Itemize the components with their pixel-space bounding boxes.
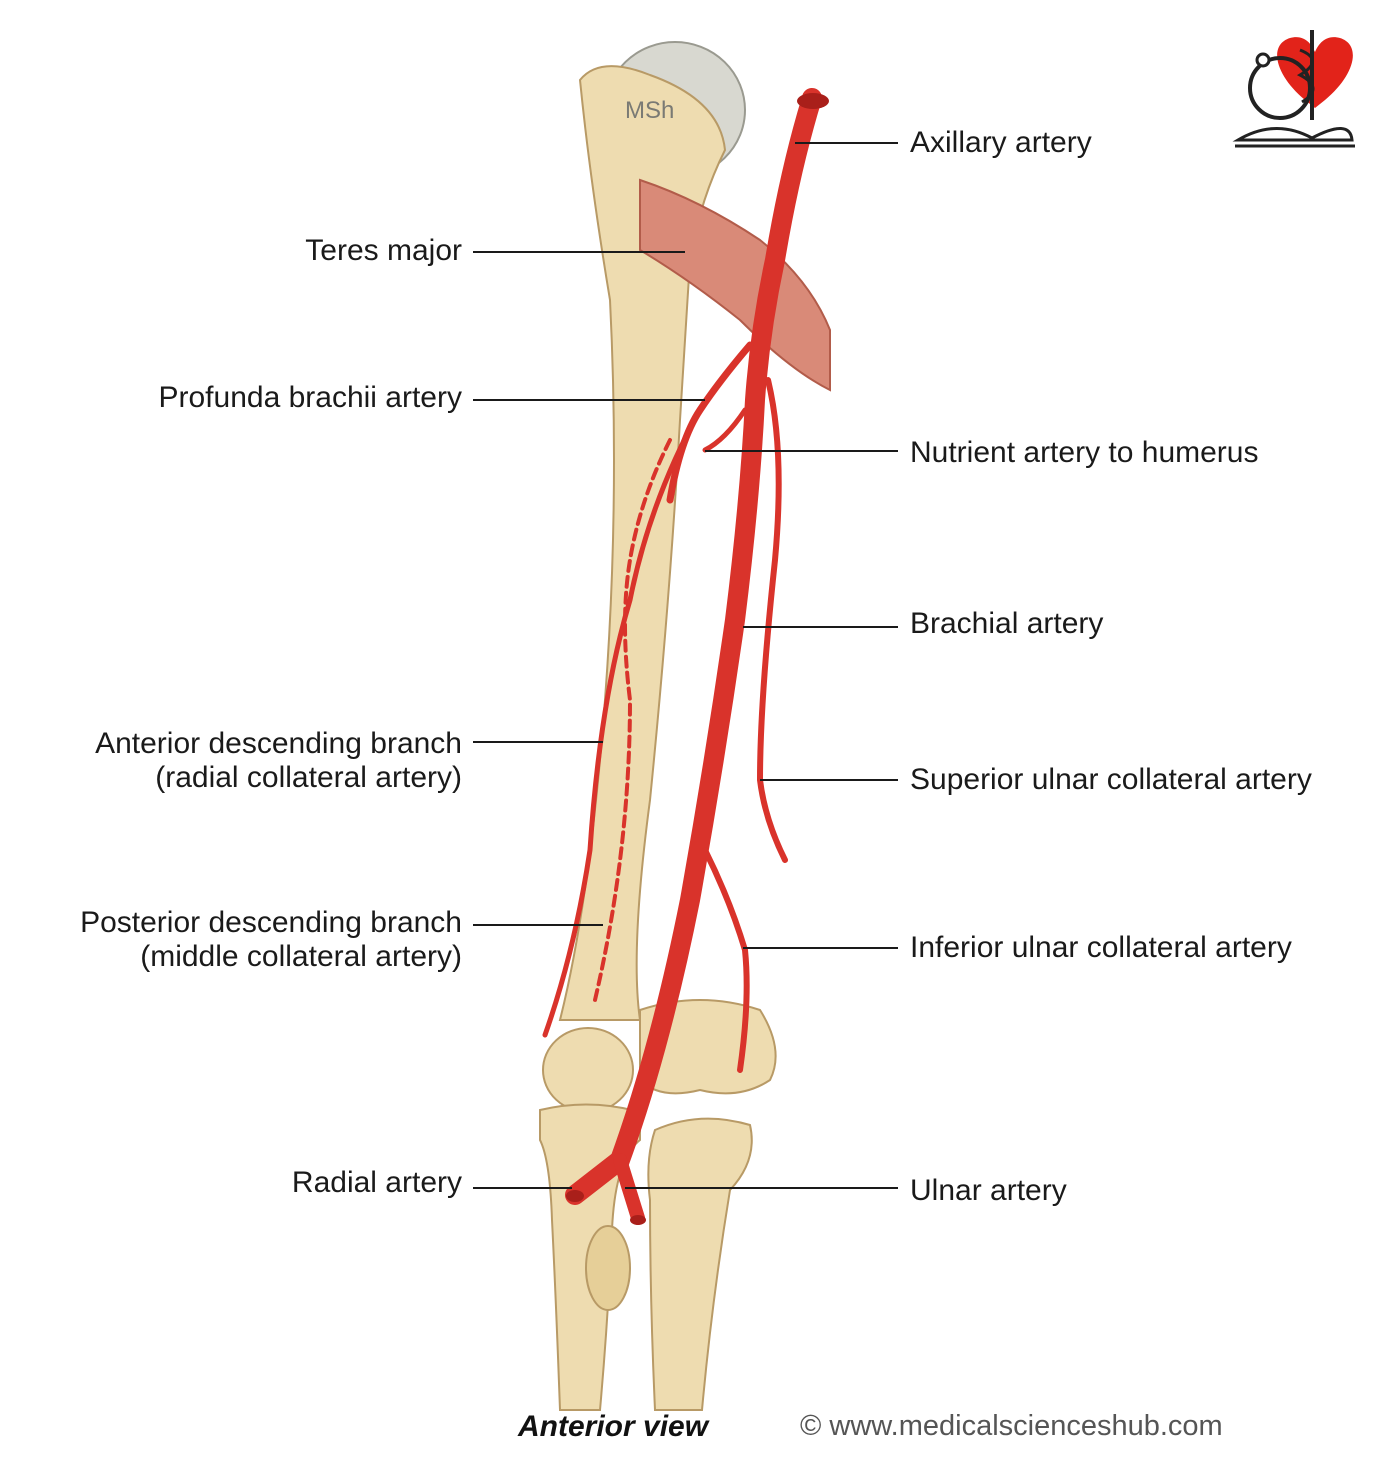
superior-ulnar-collateral-path: [756, 377, 788, 863]
label-teres-major: Teres major: [305, 234, 462, 267]
label-nutrient-artery: Nutrient artery to humerus: [910, 436, 1259, 469]
inferior-ulnar-collateral-path: [702, 847, 750, 1073]
ulnar-artery-lumen: [630, 1215, 646, 1225]
ulna-bone: [647, 1117, 753, 1411]
nutrient-artery-path: [702, 407, 748, 453]
view-caption: Anterior view: [518, 1410, 709, 1443]
logo-stethoscope-head: [1255, 52, 1271, 68]
posterior-descending-path: [593, 438, 672, 1002]
label-superior-ulnar-collateral: Superior ulnar collateral artery: [910, 763, 1312, 796]
logo-book: [1232, 127, 1354, 142]
label-anterior-descending: Anterior descending branch (radial colla…: [95, 727, 462, 795]
anterior-descending-path: [542, 407, 703, 1038]
label-posterior-descending-line1: Posterior descending branch: [80, 906, 462, 939]
label-posterior-descending-line2: (middle collateral artery): [140, 940, 462, 973]
label-radial-artery: Radial artery: [291, 1166, 462, 1199]
label-brachial-artery: Brachial artery: [910, 607, 1104, 640]
label-profunda-brachii: Profunda brachii artery: [158, 381, 463, 414]
label-inferior-ulnar-collateral: Inferior ulnar collateral artery: [910, 931, 1292, 964]
label-posterior-descending: Posterior descending branch (middle coll…: [80, 906, 462, 974]
brachial-artery-path: [565, 88, 822, 1205]
logo-heart: [1277, 37, 1353, 108]
radius: [539, 1103, 641, 1411]
label-anterior-descending-line2: (radial collateral artery): [155, 761, 462, 794]
radial-tuberosity: [585, 1225, 631, 1311]
teres-major-muscle: [639, 178, 831, 392]
copyright-notice: © www.medicalscienceshub.com: [800, 1410, 1223, 1442]
medical-heart-book-logo-icon: [1232, 30, 1355, 148]
radial-artery-lumen: [566, 1190, 584, 1202]
capitulum: [542, 1027, 634, 1113]
leader-lines: [473, 142, 898, 1189]
label-axillary-artery: Axillary artery: [910, 126, 1092, 159]
arteries: [542, 88, 829, 1225]
label-ulnar-artery: Ulnar artery: [910, 1174, 1067, 1207]
bone-mark-text: MSh: [625, 97, 674, 124]
ulna: [647, 1117, 753, 1411]
axillary-artery-lumen: [797, 93, 829, 109]
label-anterior-descending-line1: Anterior descending branch: [95, 727, 462, 760]
logo-serpent: [1296, 48, 1315, 104]
